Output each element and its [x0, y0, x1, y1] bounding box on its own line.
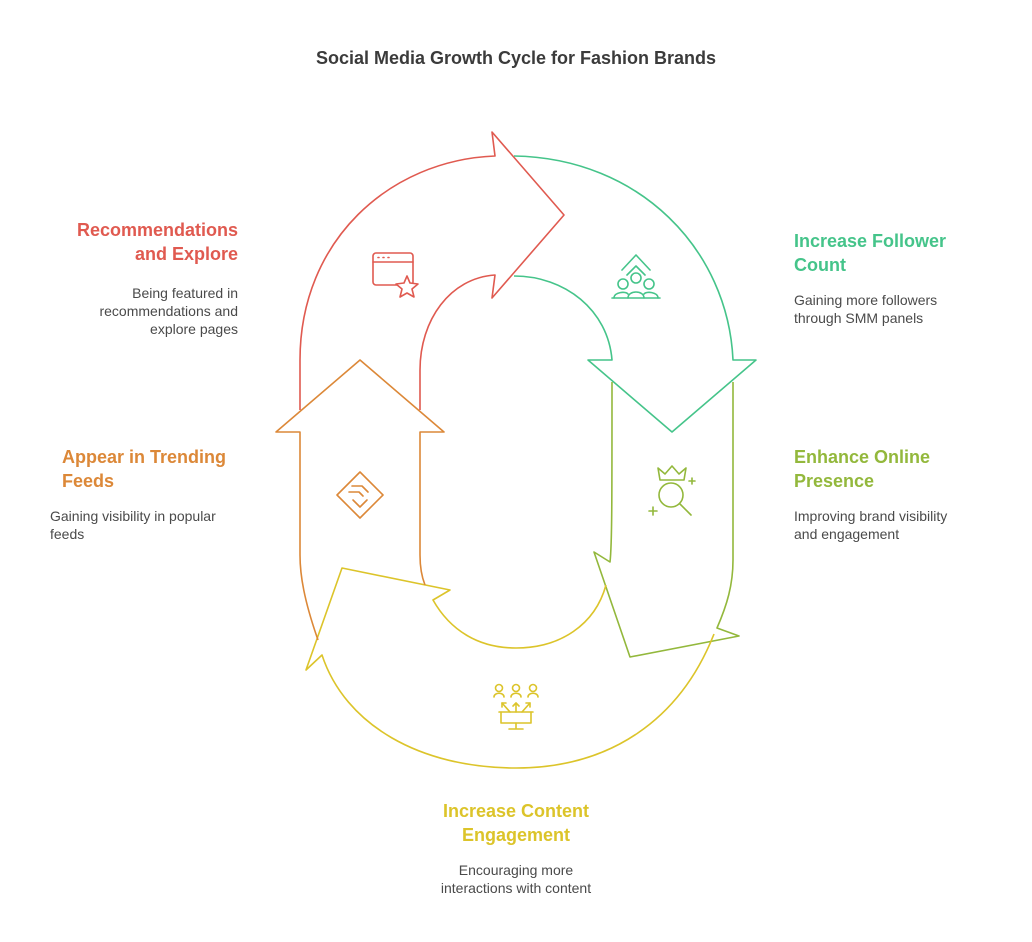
step-content-engagement: Increase Content Engagement Encouraging …	[366, 799, 666, 897]
arrow-recommendations	[299, 131, 565, 410]
arrow-content-engagement	[305, 567, 715, 769]
desc-line: Gaining more followers	[794, 292, 938, 308]
step-trending-feeds: Appear in Trending Feeds Gaining visibil…	[50, 445, 270, 543]
heading-line: Engagement	[461, 825, 571, 845]
heading-line: Recommendations	[76, 220, 238, 240]
heading-line: Presence	[794, 471, 875, 491]
desc-line: explore pages	[150, 321, 238, 337]
desc-line: Encouraging more	[458, 862, 574, 878]
step-recommendations: Recommendations and Explore Being featur…	[0, 218, 238, 338]
heading-line: Increase Content	[442, 801, 590, 821]
crown-search-icon	[648, 465, 696, 516]
step-description: Being featured in recommendations and ex…	[0, 284, 238, 338]
arrow-online-presence	[593, 381, 740, 658]
desc-line: interactions with content	[440, 880, 592, 896]
desc-line: feeds	[50, 526, 85, 542]
desc-line: Being featured in	[132, 285, 238, 301]
heading-line: Count	[794, 255, 846, 275]
step-heading: Recommendations and Explore	[0, 218, 238, 266]
desc-line: recommendations and	[99, 303, 238, 319]
heading-line: Enhance Online	[794, 447, 931, 467]
desc-line: Improving brand visibility	[794, 508, 948, 524]
step-description: Gaining more followers through SMM panel…	[794, 291, 1014, 327]
step-heading: Enhance Online Presence	[794, 445, 1014, 493]
audience-monitor-icon	[493, 683, 539, 730]
heading-line: Increase Follower	[794, 231, 947, 251]
step-heading: Increase Content Engagement	[366, 799, 666, 847]
step-online-presence: Enhance Online Presence Improving brand …	[794, 445, 1014, 543]
step-description: Improving brand visibility and engagemen…	[794, 507, 1014, 543]
step-heading: Appear in Trending Feeds	[50, 445, 270, 493]
step-description: Gaining visibility in popular feeds	[50, 507, 270, 543]
step-description: Encouraging more interactions with conte…	[366, 861, 666, 897]
desc-line: through SMM panels	[794, 310, 924, 326]
arrow-follower-count	[513, 155, 757, 433]
arrow-trending-feeds	[275, 359, 445, 641]
desc-line: and engagement	[794, 526, 900, 542]
heading-line: Appear in Trending	[62, 447, 227, 467]
heading-line: and Explore	[134, 244, 238, 264]
heading-line: Feeds	[62, 471, 115, 491]
feed-icon	[336, 471, 384, 519]
step-heading: Increase Follower Count	[794, 229, 1014, 277]
browser-star-icon	[372, 252, 419, 298]
followers-growth-icon	[611, 254, 661, 299]
step-follower-count: Increase Follower Count Gaining more fol…	[794, 229, 1014, 327]
diagram-title: Social Media Growth Cycle for Fashion Br…	[315, 48, 717, 68]
desc-line: Gaining visibility in popular	[50, 508, 216, 524]
